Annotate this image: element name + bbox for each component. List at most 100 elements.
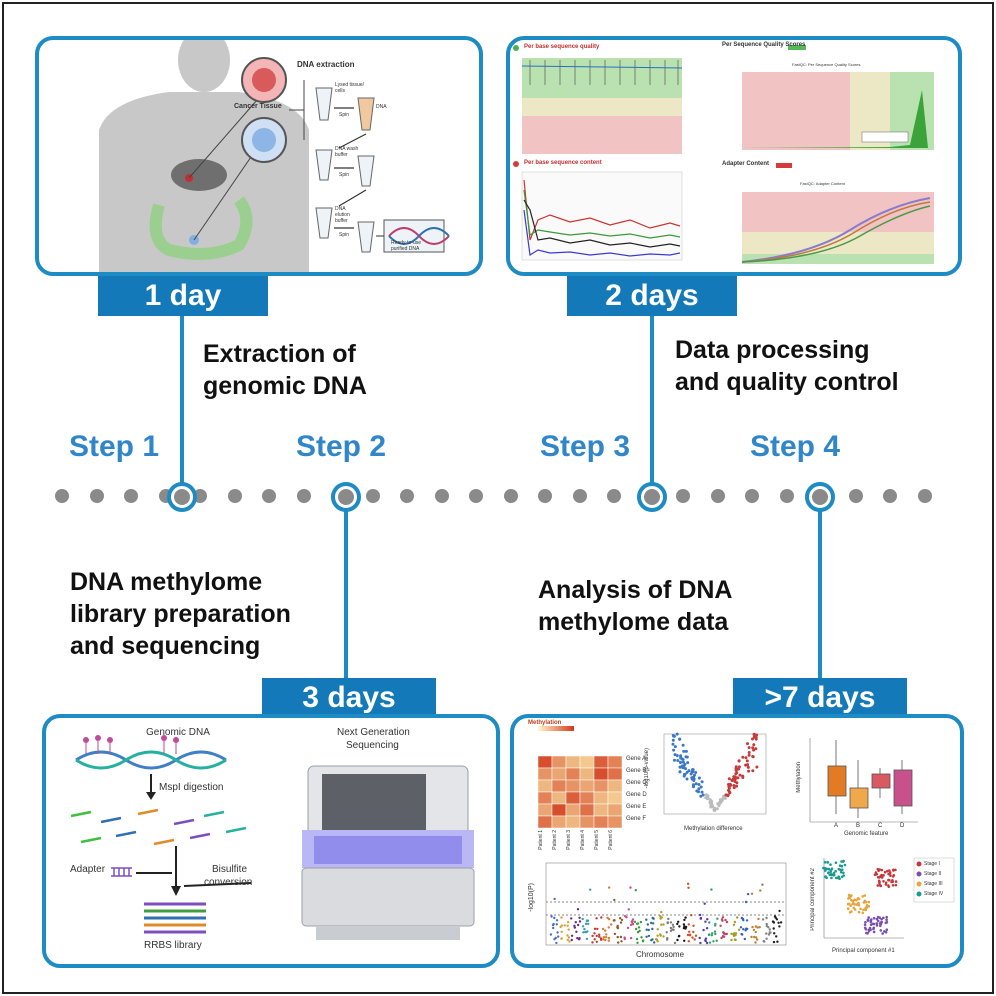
step-label-2: Step 2: [296, 430, 387, 463]
manhattan-point: [636, 930, 640, 934]
manhattan-point: [559, 925, 562, 929]
manhattan-point: [591, 934, 594, 938]
manhattan-point: [553, 916, 556, 920]
caption-step2-line1: DNA methylome: [70, 568, 263, 596]
pca-point: [834, 869, 837, 873]
manhattan-point: [645, 918, 648, 921]
pca-point: [850, 910, 853, 913]
manhattan-point: [756, 926, 759, 929]
manhattan-point: [584, 922, 588, 926]
volcano-point: [746, 765, 750, 769]
heatmap-cell: [593, 791, 609, 805]
volcano-point: [694, 782, 698, 786]
heatmap-patient-label: Patient 5: [594, 830, 600, 850]
caption-step3-line1: Data processing: [675, 336, 870, 364]
manhattan-point: [555, 919, 559, 922]
manhattan-point: [720, 936, 723, 940]
manhattan-point: [549, 933, 553, 936]
manhattan-point: [585, 937, 589, 941]
manhattan-point: [620, 918, 624, 922]
label-adapter: Adapter: [70, 864, 106, 875]
manhattan-point: [604, 938, 607, 942]
volcano-point: [695, 789, 699, 793]
heatmap-cell: [551, 803, 567, 817]
manhattan-point: [690, 914, 693, 917]
volcano-point: [676, 759, 680, 762]
pca-point: [892, 868, 895, 872]
qc-charts-illustration: [513, 42, 934, 264]
manhattan-point: [637, 926, 641, 929]
pca-point: [827, 871, 830, 874]
timeline-dot: [55, 489, 69, 503]
pca-point: [825, 876, 828, 879]
pca-point: [853, 908, 857, 911]
manhattan-point: [742, 928, 745, 931]
manhattan-point: [765, 922, 768, 926]
label-mspi-digestion: MspI digestion: [159, 782, 224, 793]
volcano-point: [751, 746, 755, 750]
volcano-point: [736, 776, 740, 780]
volcano-point: [681, 743, 685, 747]
pca-point: [864, 921, 867, 924]
manhattan-point: [587, 922, 590, 926]
heatmap-patient-label: Patient 4: [580, 830, 586, 850]
volcano-point: [697, 783, 701, 786]
volcano-point: [671, 738, 675, 742]
manhattan-point: [725, 920, 729, 924]
pca-point: [875, 924, 879, 927]
manhattan-point: [751, 925, 754, 929]
heatmap-cell: [593, 779, 609, 793]
manhattan-point: [754, 941, 757, 944]
pca-point: [842, 871, 845, 875]
timeline-dot: [503, 489, 518, 503]
manhattan-point: [777, 921, 780, 924]
manhattan-point: [710, 934, 713, 937]
manhattan-point: [707, 933, 711, 937]
pca-point: [865, 931, 868, 935]
volcano-point: [699, 794, 703, 798]
manhattan-point: [750, 935, 753, 939]
manhattan-point: [566, 924, 569, 927]
manhattan-point: [692, 924, 695, 927]
manhattan-point: [607, 886, 611, 889]
heatmap-patient-label: Patient 1: [538, 830, 544, 850]
heatmap-cell: [607, 755, 623, 769]
caption-step2-line3: and sequencing: [70, 632, 261, 660]
volcano-point: [682, 749, 686, 753]
manhattan-point: [595, 940, 598, 943]
duration-tab-1: 1 day: [98, 276, 268, 316]
pca-point: [847, 893, 851, 897]
manhattan-point: [761, 918, 765, 921]
volcano-point: [682, 764, 686, 768]
manhattan-point: [578, 937, 581, 940]
manhattan-point: [732, 923, 736, 926]
pca-point: [882, 916, 885, 920]
heatmap-cell: [607, 791, 623, 805]
dna-fragment: [80, 836, 102, 844]
pca-point: [883, 930, 886, 933]
manhattan-point: [706, 918, 709, 921]
timeline-node-step4: [805, 482, 835, 512]
volcano-point: [737, 767, 740, 771]
manhattan-point: [578, 916, 581, 919]
manhattan-point: [765, 937, 768, 940]
volcano-point: [710, 805, 714, 808]
manhattan-point: [660, 923, 663, 926]
manhattan-point: [604, 929, 607, 932]
manhattan-point: [567, 936, 571, 939]
manhattan-point: [568, 940, 571, 943]
heatmap-cell: [607, 803, 623, 817]
manhattan-point: [765, 924, 768, 928]
pca-point: [830, 867, 834, 870]
label-volcano-x: Methylation difference: [684, 826, 743, 832]
manhattan-point: [639, 920, 643, 924]
pca-point: [850, 894, 853, 897]
manhattan-point: [665, 938, 669, 941]
pca-point: [867, 916, 870, 919]
manhattan-point: [762, 940, 765, 943]
volcano-point: [700, 780, 704, 784]
manhattan-point: [666, 921, 669, 924]
manhattan-point: [693, 938, 696, 941]
label-manhattan-x: Chromosome: [636, 950, 685, 959]
